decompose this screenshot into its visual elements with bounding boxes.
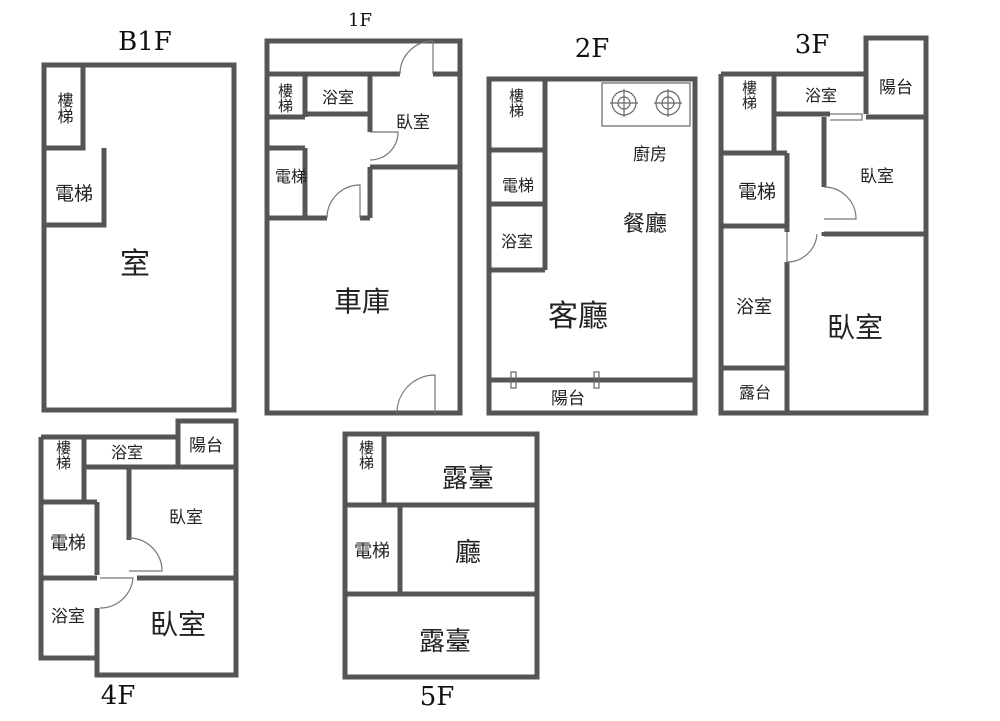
floor-title-1f: 1F	[348, 10, 372, 31]
5f-stairs-label: 樓梯	[357, 440, 375, 470]
2f-burner-right-icon	[654, 89, 682, 117]
floor-title-2f: 2F	[575, 34, 610, 64]
4f-bath-top-label: 浴室	[111, 443, 143, 462]
b1f-room-label: 室	[120, 247, 150, 282]
b1f-elevator-wall	[44, 148, 107, 228]
2f-balcony-post-right	[593, 371, 600, 389]
floor-title-3f: 3F	[795, 30, 830, 60]
5f-terrace-bottom-label: 露臺	[419, 627, 471, 657]
2f-living-label: 客廳	[548, 299, 608, 334]
1f-bedroom-label: 臥室	[396, 113, 430, 133]
2f-dining-label: 餐廳	[623, 212, 667, 237]
floor-3f: 3F 樓梯 浴室 陽台 電梯 臥室 浴室 臥室 露台	[718, 30, 929, 416]
1f-door-top	[399, 40, 434, 75]
3f-door-bedroom-small	[823, 186, 857, 220]
2f-outer-wall	[486, 76, 698, 416]
4f-elevator-label: 電梯	[50, 533, 86, 554]
3f-bedroom-small-label: 臥室	[860, 167, 894, 187]
1f-bath-label: 浴室	[322, 88, 354, 107]
5f-elevator-label: 電梯	[354, 541, 390, 562]
2f-stove	[601, 82, 691, 127]
2f-burner-left-icon	[610, 89, 638, 117]
1f-door-bedroom	[369, 131, 399, 161]
b1f-stairs-wall	[44, 65, 86, 151]
2f-elevator-label: 電梯	[502, 176, 534, 195]
2f-bath-label: 浴室	[501, 232, 533, 251]
3f-balcony-label: 陽台	[879, 78, 913, 98]
2f-balcony-post-left	[510, 371, 517, 389]
floor-5f: 樓梯 露臺 電梯 廳 露臺 5F	[342, 431, 540, 712]
4f-outer-wall	[38, 418, 239, 678]
1f-outer-wall	[264, 38, 463, 416]
floor-title-5f: 5F	[420, 682, 455, 712]
b1f-outer-wall	[41, 62, 237, 413]
2f-kitchen-label: 廚房	[633, 144, 667, 165]
4f-bedroom-small-label: 臥室	[169, 508, 203, 528]
floor-1f: 1F 樓梯 浴室 臥室 電梯 車庫	[264, 10, 463, 416]
3f-door-bedroom-large	[786, 232, 818, 263]
4f-balcony-label: 陽台	[189, 436, 223, 456]
floor-b1f: B1F 樓梯 電梯 室	[41, 27, 237, 413]
4f-bedroom-large-label: 臥室	[150, 608, 206, 641]
4f-stairs-label: 樓梯	[54, 440, 72, 470]
3f-bedroom-large-label: 臥室	[827, 311, 883, 344]
5f-hall-label: 廳	[455, 538, 481, 568]
5f-outer-wall	[342, 431, 540, 680]
4f-door-bedroom-small	[128, 537, 163, 572]
1f-stairs-label: 樓梯	[276, 83, 294, 113]
floor-title-b1f: B1F	[118, 27, 172, 57]
floor-4f: 樓梯 浴室 陽台 電梯 臥室 浴室 臥室 4F	[38, 418, 239, 711]
4f-door-bedroom-large	[99, 577, 134, 609]
b1f-elevator-label: 電梯	[55, 183, 93, 205]
5f-terrace-top-label: 露臺	[442, 464, 494, 494]
b1f-stairs-label: 樓梯	[55, 92, 74, 124]
3f-terrace-label: 露台	[739, 383, 771, 402]
floor-2f: 2F 樓梯 電梯 浴室 廚房 餐廳 客廳 陽台	[486, 34, 698, 416]
3f-bath-label: 浴室	[736, 297, 772, 318]
3f-bath-top-label: 浴室	[805, 86, 837, 105]
1f-door-garage	[326, 184, 361, 219]
1f-door-entrance	[396, 374, 436, 414]
1f-garage-label: 車庫	[334, 285, 390, 318]
floor-title-4f: 4F	[101, 681, 136, 711]
2f-balcony-label: 陽台	[551, 389, 585, 409]
1f-elevator-label: 電梯	[275, 167, 307, 186]
3f-door-bath	[830, 113, 863, 121]
2f-stairs-label: 樓梯	[507, 88, 525, 118]
4f-bath-label: 浴室	[51, 607, 85, 627]
3f-stairs-label: 樓梯	[740, 80, 758, 110]
3f-elevator-label: 電梯	[738, 181, 776, 203]
